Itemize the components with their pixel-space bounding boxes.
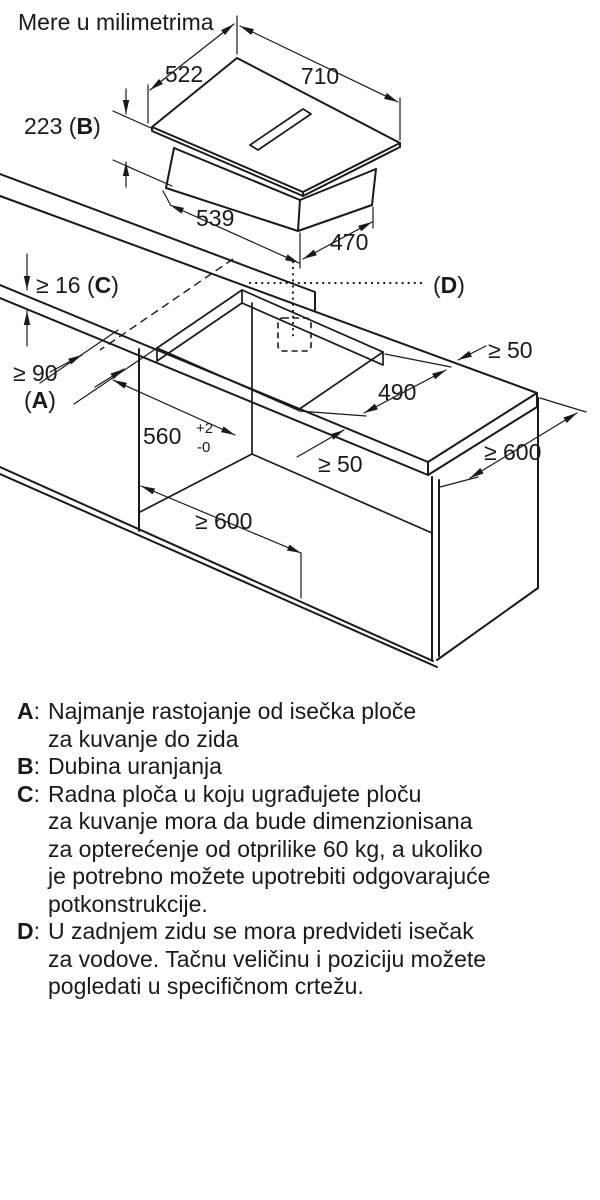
legend-key-a: A: — [17, 698, 41, 724]
legend-key-b: B: — [17, 753, 41, 779]
dim-label-710: 710 — [301, 63, 339, 89]
dim-label-560-tol-plus: +2 — [196, 420, 213, 437]
dim-cutout-depth-490: 490 — [298, 353, 452, 417]
legend-line: pogledati u specifičnom crtežu. — [48, 973, 364, 999]
dim-label-470: 470 — [330, 229, 368, 255]
dim-label-600-right: ≥ 600 — [484, 439, 541, 465]
projection-line — [99, 258, 234, 351]
legend-line: Radna ploča u koju ugrađujete ploču — [48, 780, 422, 807]
dim-wall-clearance-90: ≥ 90 (A) — [13, 329, 158, 413]
legend-key-d: D: — [17, 918, 41, 944]
dim-label-560: 560 — [143, 423, 181, 449]
dim-label-50-rear: ≥ 50 — [488, 337, 533, 363]
dim-470: 470 — [302, 206, 374, 260]
dim-label-50-front: ≥ 50 — [318, 451, 363, 477]
dim-710: 710 — [239, 25, 401, 141]
legend: A: Najmanje rastojanje od isečka ploče z… — [0, 690, 600, 1001]
hob-glass-edge — [151, 126, 401, 197]
hob-housing-box — [165, 147, 377, 232]
dim-label-223: 223 (B) — [24, 113, 101, 139]
legend-line: je potrebno možete upotrebiti odgovaraju… — [48, 863, 491, 889]
vent-slot — [249, 108, 312, 151]
cabinet-right-side — [431, 397, 539, 661]
dim-label-522: 522 — [165, 61, 203, 87]
dim-label-90: ≥ 90 — [13, 360, 58, 386]
dim-label-90-ref-A: (A) — [24, 387, 56, 413]
dim-rear-clearance-50: ≥ 50 — [457, 337, 533, 363]
legend-key-c: C: — [17, 780, 41, 807]
dim-label-539: 539 — [196, 205, 234, 231]
rear-pipe-cutout — [277, 317, 312, 352]
worktop-back-edge — [0, 195, 538, 394]
page-title: Mere u milimetrima — [18, 9, 214, 35]
hob-top-view: 522 710 223 (B) 539 470 — [24, 15, 401, 269]
dim-cutout-width-560: 560 +2 -0 — [112, 379, 236, 456]
legend-line: Najmanje rastojanje od isečka ploče — [48, 698, 417, 724]
legend-line: za opterećenje od otprilike 60 kg, a uko… — [48, 835, 483, 862]
legend-item-d: D: U zadnjem zidu se mora predvideti ise… — [17, 918, 592, 1001]
worktop-cutout-inner-lip — [156, 289, 384, 366]
dim-223-B: 223 (B) — [24, 88, 173, 188]
legend-text-d: U zadnjem zidu se mora predvideti isečak… — [48, 918, 592, 1001]
legend-item-a: A: Najmanje rastojanje od isečka ploče z… — [17, 698, 592, 753]
legend-text-b: Dubina uranjanja — [48, 753, 592, 781]
legend-text-c: Radna ploča u koju ugrađujete ploču za k… — [48, 781, 592, 919]
legend-item-b: B: Dubina uranjanja — [17, 753, 592, 781]
dim-label-560-tol-minus: -0 — [197, 439, 210, 456]
worktop-front-edge — [0, 284, 429, 476]
cabinet-bottom-front-edge — [0, 466, 438, 668]
dim-label-490: 490 — [378, 379, 416, 405]
worktop-install-view: (D) ≥ 16 (C) ≥ 90 (A) 560 +2 -0 — [0, 173, 587, 668]
legend-line: potkonstrukcije. — [48, 890, 208, 917]
legend-text-a: Najmanje rastojanje od isečka ploče za k… — [48, 698, 592, 753]
legend-line: za kuvanje do zida — [48, 725, 239, 752]
dim-539: 539 — [162, 190, 301, 269]
legend-line: za kuvanje mora da bude dimenzionisana — [48, 808, 473, 834]
legend-line: za vodove. Tačnu veličinu i poziciju mož… — [48, 945, 487, 972]
dim-cabinet-600: ≥ 600 — [140, 485, 302, 599]
legend-line: U zadnjem zidu se mora predvideti isečak — [48, 918, 474, 944]
legend-line: Dubina uranjanja — [48, 753, 222, 779]
label-D: (D) — [433, 272, 465, 298]
legend-item-c: C: Radna ploča u koju ugrađujete ploču z… — [17, 781, 592, 919]
installation-drawing: Mere u milimetrima 522 710 223 (B) — [0, 9, 587, 668]
dim-worktop-depth-600: ≥ 600 — [439, 397, 587, 488]
dim-label-600-bottom: ≥ 600 — [195, 508, 252, 534]
wall-top-edge — [0, 173, 316, 311]
dim-thickness-16: ≥ 16 (C) — [23, 253, 119, 347]
base-cabinet — [0, 302, 539, 668]
dim-front-clearance-50: ≥ 50 — [296, 429, 363, 477]
dim-label-16-C: ≥ 16 (C) — [36, 272, 119, 298]
dim-522: 522 — [147, 15, 238, 124]
